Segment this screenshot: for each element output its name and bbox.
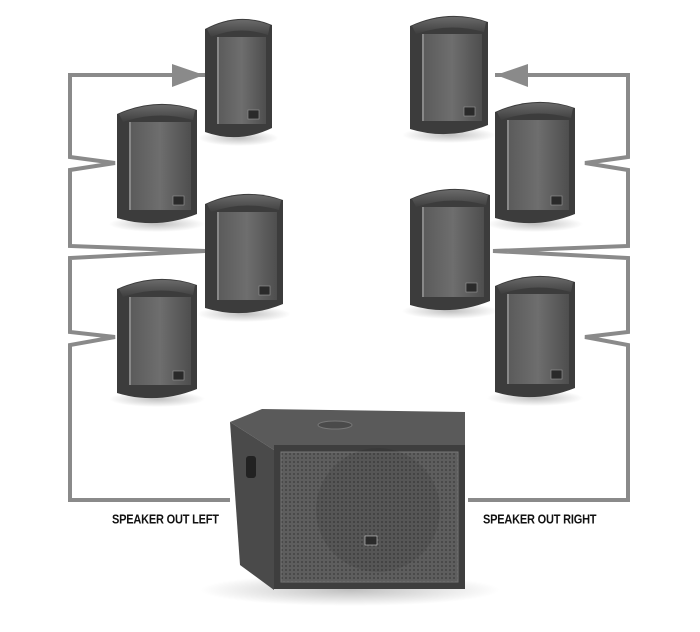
pole-mount [317,420,353,430]
speaker-right-1 [402,15,496,143]
speakers [109,15,583,407]
speaker-right-4 [487,275,583,406]
grille-edge [507,120,509,210]
right-channel-wire [468,73,630,502]
subwoofer [200,409,500,606]
ld-logo [247,109,260,120]
cabinet-top [119,104,195,122]
speaker-right-2 [487,101,583,232]
left-arrow-icon [172,64,204,87]
speaker-left-3 [197,193,291,322]
speaker-out-right-label: SPEAKER OUT RIGHT [483,513,597,527]
ld-logo [172,195,185,206]
ld-logo [364,535,378,546]
grille-edge [129,297,131,385]
grille-edge [217,37,219,124]
speaker-left-4 [109,278,205,407]
cabinet-top [207,19,270,37]
grille-edge [217,212,219,300]
grille-edge [129,122,131,210]
cabinet-top [412,189,488,207]
ld-logo [550,195,563,206]
speaker-left-2 [109,103,205,232]
grille [422,207,484,297]
cabinet-top [497,102,573,120]
cabinet-top [119,279,195,297]
sub-grille [280,451,459,583]
sub-top [230,409,465,450]
ld-logo [258,285,271,296]
grille-edge [507,294,509,384]
speaker-right-3 [402,188,498,319]
ld-logo [172,370,185,381]
cabinet-top [497,276,573,294]
sub-side [230,422,274,590]
ld-logo [550,369,563,380]
grille [217,37,266,124]
ld-logo [463,106,476,117]
cabinet-top [412,16,486,34]
speaker-left-1 [198,18,279,146]
grille [422,34,482,121]
woofer-cone [316,448,440,572]
cabinet-top [207,194,281,212]
grille [129,297,191,385]
grille [129,122,191,210]
grille [507,294,569,384]
grille-edge [422,34,424,121]
grille-edge [422,207,424,297]
grille [217,212,277,300]
right-arrow-icon [496,64,528,87]
handle [246,456,256,478]
ld-logo [465,282,478,293]
grille [507,120,569,210]
speaker-out-left-label: SPEAKER OUT LEFT [112,513,219,527]
